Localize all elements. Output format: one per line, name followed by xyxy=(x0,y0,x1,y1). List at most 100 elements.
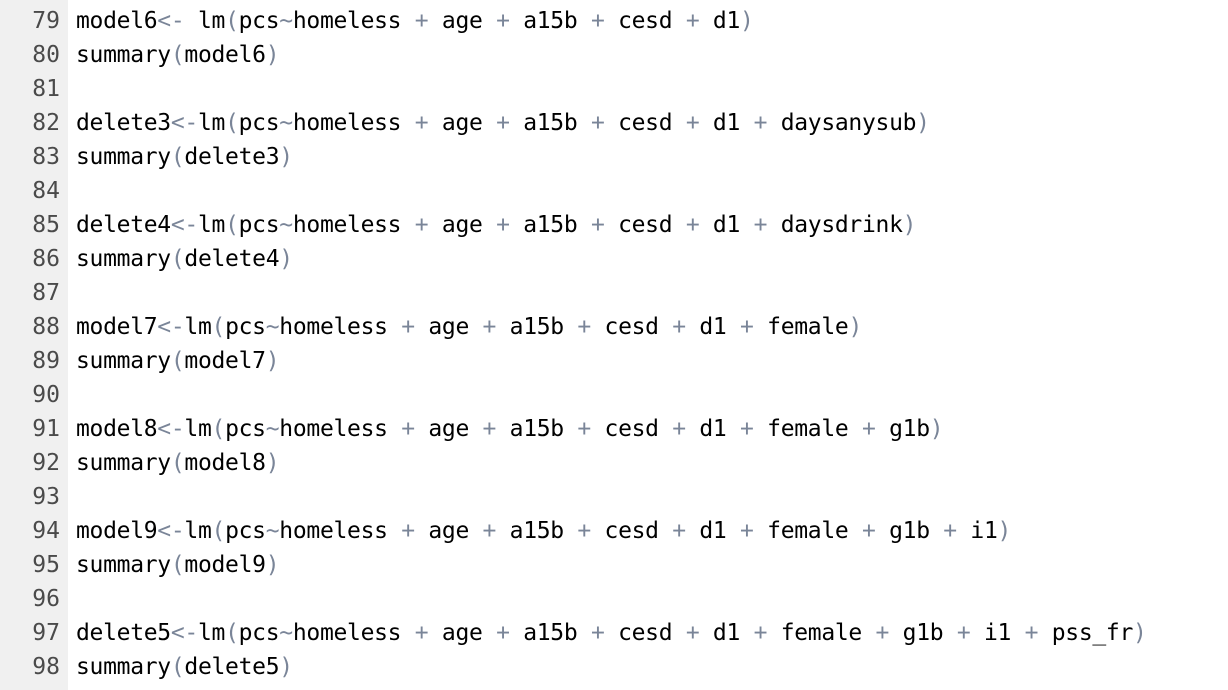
code-operator: ~ xyxy=(265,314,280,340)
code-operator: + xyxy=(401,314,415,340)
code-lines: 79 model6<- lm(pcs~homeless + age + a15b … xyxy=(0,4,1228,684)
line-number: 88 xyxy=(32,314,60,340)
code-line[interactable]: 88 model7<-lm(pcs~homeless + age + a15b +… xyxy=(0,310,1228,344)
code-text[interactable]: summary(model9) xyxy=(76,552,280,578)
code-line[interactable]: 97 delete5<-lm(pcs~homeless + age + a15b … xyxy=(0,616,1228,650)
line-number: 87 xyxy=(32,280,60,306)
code-operator: + xyxy=(590,8,605,34)
code-operator: + xyxy=(401,416,415,442)
code-operator: ( xyxy=(170,42,185,68)
code-operator: ( xyxy=(170,348,185,374)
code-operator: + xyxy=(685,110,700,136)
code-operator: ~ xyxy=(265,518,280,544)
line-number: 86 xyxy=(32,246,60,272)
code-operator: ) xyxy=(848,314,862,340)
code-operator: + xyxy=(482,314,497,340)
code-line[interactable]: 90 xyxy=(0,378,1228,412)
code-operator: + xyxy=(401,518,415,544)
code-operator: + xyxy=(956,620,971,646)
line-number: 89 xyxy=(32,348,60,374)
code-operator: ( xyxy=(170,450,185,476)
code-text[interactable]: model9<-lm(pcs~homeless + age + a15b + c… xyxy=(76,518,1012,544)
code-operator: + xyxy=(753,620,768,646)
code-operator: ( xyxy=(225,212,239,238)
code-text[interactable]: summary(model6) xyxy=(76,42,280,68)
code-operator: ) xyxy=(1133,620,1147,646)
code-operator: ) xyxy=(740,8,754,34)
code-text[interactable]: delete5<-lm(pcs~homeless + age + a15b + … xyxy=(76,620,1147,646)
code-operator: <- xyxy=(157,518,185,544)
line-number: 83 xyxy=(32,144,60,170)
code-line[interactable]: 79 model6<- lm(pcs~homeless + age + a15b … xyxy=(0,4,1228,38)
line-number: 80 xyxy=(32,42,60,68)
line-number: 92 xyxy=(32,450,60,476)
code-line[interactable]: 85 delete4<-lm(pcs~homeless + age + a15b … xyxy=(0,208,1228,242)
code-operator: + xyxy=(672,314,686,340)
code-line[interactable]: 92 summary(model8) xyxy=(0,446,1228,480)
code-line[interactable]: 80 summary(model6) xyxy=(0,38,1228,72)
line-number: 85 xyxy=(32,212,60,238)
code-operator: ~ xyxy=(279,620,293,646)
code-text[interactable]: model8<-lm(pcs~homeless + age + a15b + c… xyxy=(76,416,944,442)
code-operator: ( xyxy=(211,518,226,544)
code-operator: ( xyxy=(225,110,239,136)
code-text[interactable]: model7<-lm(pcs~homeless + age + a15b + c… xyxy=(76,314,862,340)
code-operator: <- xyxy=(170,620,198,646)
code-operator: + xyxy=(482,416,497,442)
line-number: 79 xyxy=(32,8,60,34)
code-line[interactable]: 93 xyxy=(0,480,1228,514)
code-line[interactable]: 89 summary(model7) xyxy=(0,344,1228,378)
line-number: 91 xyxy=(32,416,60,442)
code-operator: ( xyxy=(170,552,185,578)
code-operator: + xyxy=(482,518,497,544)
code-operator: + xyxy=(496,620,510,646)
line-number: 82 xyxy=(32,110,60,136)
code-operator: + xyxy=(861,518,876,544)
code-text[interactable]: summary(delete5) xyxy=(76,654,293,680)
code-text[interactable]: summary(model8) xyxy=(76,450,280,476)
code-operator: + xyxy=(414,8,429,34)
code-operator: ) xyxy=(279,144,293,170)
code-text[interactable]: summary(delete4) xyxy=(76,246,293,272)
code-operator: + xyxy=(753,212,768,238)
code-line[interactable]: 91 model8<-lm(pcs~homeless + age + a15b +… xyxy=(0,412,1228,446)
code-operator: + xyxy=(496,110,510,136)
code-text[interactable]: summary(delete3) xyxy=(76,144,293,170)
code-operator: <- xyxy=(157,416,185,442)
code-line[interactable]: 95 summary(model9) xyxy=(0,548,1228,582)
code-operator: ( xyxy=(225,8,239,34)
code-operator: ) xyxy=(929,416,944,442)
code-operator: ( xyxy=(211,416,226,442)
line-number: 96 xyxy=(32,586,60,612)
code-operator: + xyxy=(740,518,754,544)
code-operator: ) xyxy=(265,42,280,68)
code-line[interactable]: 87 xyxy=(0,276,1228,310)
line-number: 97 xyxy=(32,620,60,646)
code-operator: <- xyxy=(157,314,185,340)
code-line[interactable]: 84 xyxy=(0,174,1228,208)
code-line[interactable]: 83 summary(delete3) xyxy=(0,140,1228,174)
line-number: 95 xyxy=(32,552,60,578)
code-line[interactable]: 82 delete3<-lm(pcs~homeless + age + a15b … xyxy=(0,106,1228,140)
code-line[interactable]: 86 summary(delete4) xyxy=(0,242,1228,276)
code-line[interactable]: 96 xyxy=(0,582,1228,616)
code-operator: + xyxy=(672,416,686,442)
code-operator: + xyxy=(861,416,876,442)
code-text[interactable]: model6<- lm(pcs~homeless + age + a15b + … xyxy=(76,8,754,34)
code-operator: + xyxy=(740,416,754,442)
line-number: 84 xyxy=(32,178,60,204)
code-text[interactable]: summary(model7) xyxy=(76,348,280,374)
code-operator: + xyxy=(496,8,510,34)
code-text[interactable]: delete3<-lm(pcs~homeless + age + a15b + … xyxy=(76,110,930,136)
code-operator: ( xyxy=(170,246,185,272)
code-operator: + xyxy=(414,620,429,646)
line-number: 98 xyxy=(32,654,60,680)
code-operator: + xyxy=(943,518,957,544)
code-line[interactable]: 81 xyxy=(0,72,1228,106)
code-operator: <- xyxy=(170,110,198,136)
code-text[interactable]: delete4<-lm(pcs~homeless + age + a15b + … xyxy=(76,212,917,238)
code-line[interactable]: 98 summary(delete5) xyxy=(0,650,1228,684)
code-operator: + xyxy=(577,518,591,544)
